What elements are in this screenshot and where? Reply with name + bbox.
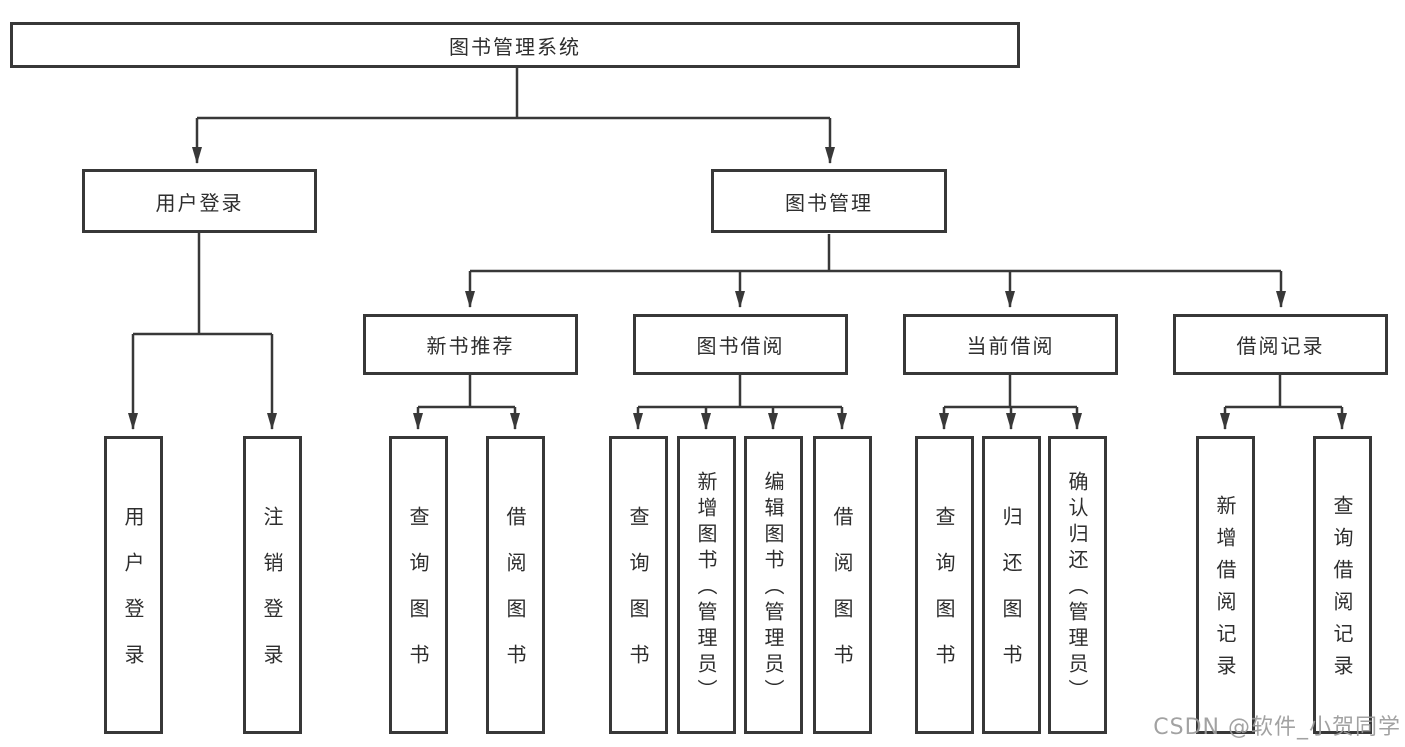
add-books-admin-leaf: 新增图书（管理员） bbox=[677, 436, 736, 734]
query-books-leaf-2: 查询图书 bbox=[609, 436, 668, 734]
new-book-recommend-node: 新书推荐 bbox=[363, 314, 578, 375]
logout-leaf: 注销登录 bbox=[243, 436, 302, 734]
query-books-leaf-1: 查询图书 bbox=[389, 436, 448, 734]
query-books-leaf-3: 查询图书 bbox=[915, 436, 974, 734]
borrow-books-leaf-1: 借阅图书 bbox=[486, 436, 545, 734]
root-node: 图书管理系统 bbox=[10, 22, 1020, 68]
return-books-leaf: 归还图书 bbox=[982, 436, 1041, 734]
borrow-books-leaf-2: 借阅图书 bbox=[813, 436, 872, 734]
current-borrow-node: 当前借阅 bbox=[903, 314, 1118, 375]
edit-books-admin-leaf: 编辑图书（管理员） bbox=[744, 436, 803, 734]
csdn-watermark: CSDN @软件_小贺同学 bbox=[1153, 715, 1401, 740]
book-management-node: 图书管理 bbox=[711, 169, 947, 233]
user-login-node: 用户登录 bbox=[82, 169, 317, 233]
borrow-record-node: 借阅记录 bbox=[1173, 314, 1388, 375]
add-borrow-record-leaf: 新增借阅记录 bbox=[1196, 436, 1255, 734]
user-login-leaf: 用户登录 bbox=[104, 436, 163, 734]
book-borrow-node: 图书借阅 bbox=[633, 314, 848, 375]
query-borrow-record-leaf: 查询借阅记录 bbox=[1313, 436, 1372, 734]
confirm-return-admin-leaf: 确认归还（管理员） bbox=[1048, 436, 1107, 734]
